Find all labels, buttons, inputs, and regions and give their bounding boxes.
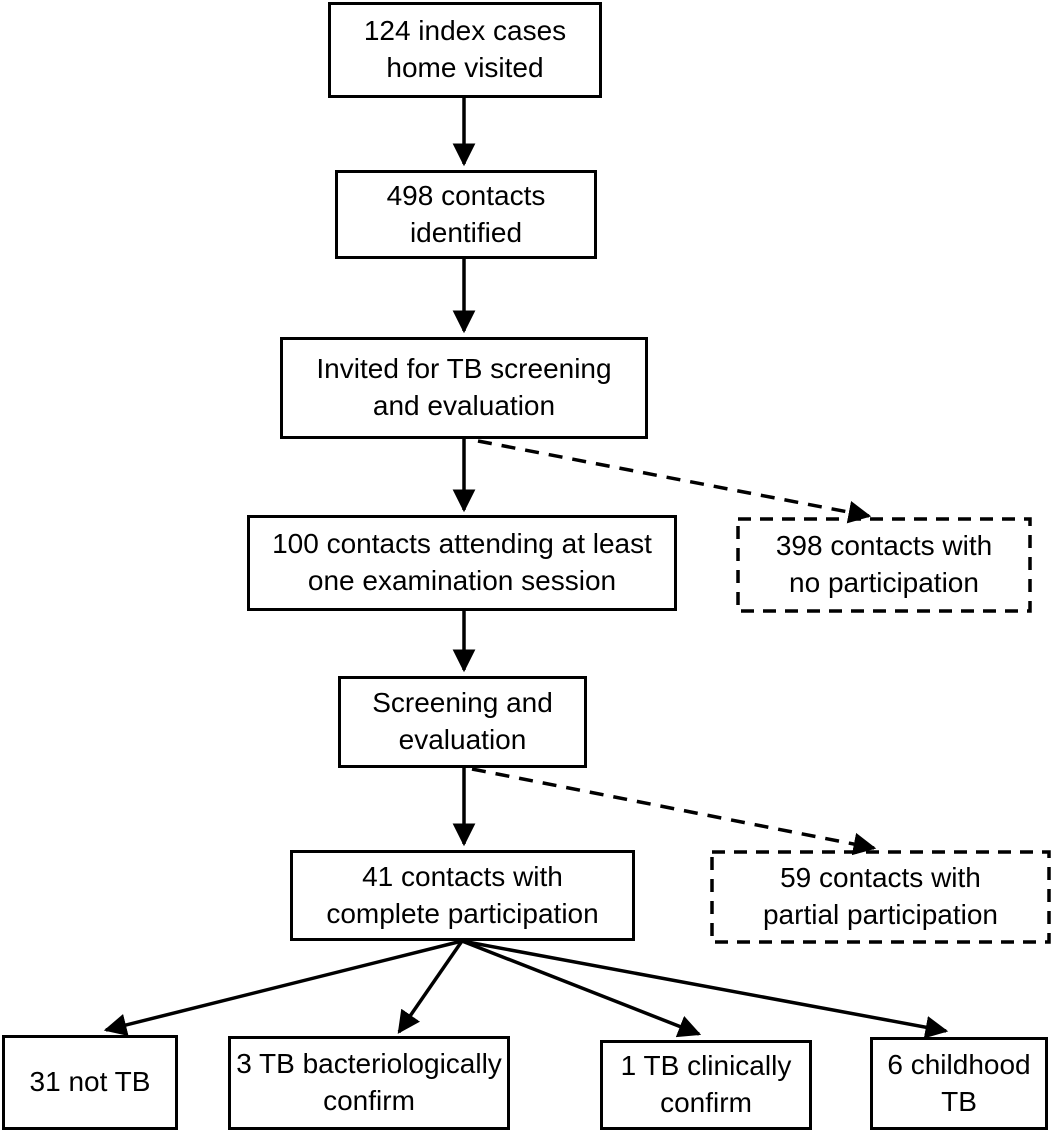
node-not-tb-label: 31 not TB [29,1066,151,1098]
no-participation-box-outline [736,517,1032,613]
node-no-participation: 398 contacts with no participation [738,519,1030,611]
node-tb-bacteriological: 3 TB bacteriologically confirm [228,1036,510,1130]
node-tb-clinical-label: 1 TB clinically confirm [620,1050,792,1118]
node-tb-bacteriological-label: 3 TB bacteriologically confirm [236,1048,502,1116]
node-screening: Screening and evaluation [338,676,587,768]
node-contacts-identified: 498 contacts identified [335,170,597,259]
arrow-screening-to-partial-participation [471,767,877,856]
node-partial-participation-label: 59 contacts with partial participation [762,862,999,930]
node-complete-participation-label: 41 contacts with complete participation [326,860,599,929]
node-childhood-tb: 6 childhood TB [870,1037,1048,1130]
node-contacts-identified-label: 498 contacts identified [386,179,546,248]
node-complete-participation: 41 contacts with complete participation [290,850,635,941]
arrow-complete-to-not-tb [103,939,463,1037]
node-attending-label: 100 contacts attending at least one exam… [272,528,652,596]
partial-participation-box-outline [710,850,1051,944]
node-index-cases-label: 124 index cases home visited [363,15,567,83]
arrow-invited-to-no-participation [477,439,872,524]
node-tb-clinical: 1 TB clinically confirm [600,1040,812,1130]
arrow-complete-to-clinical [461,939,702,1038]
node-invited: Invited for TB screening and evaluation [280,337,648,439]
arrow-complete-to-bacteriological [397,940,464,1034]
arrow-complete-to-childhood [461,939,949,1039]
node-attending: 100 contacts attending at least one exam… [247,515,677,611]
node-screening-label: Screening and evaluation [372,687,553,755]
node-no-participation-label: 398 contacts with no participation [775,530,993,598]
node-partial-participation: 59 contacts with partial participation [712,852,1049,942]
node-invited-label: Invited for TB screening and evaluation [316,353,612,421]
node-childhood-tb-label: 6 childhood TB [887,1048,1031,1117]
node-not-tb: 31 not TB [2,1035,178,1130]
node-index-cases: 124 index cases home visited [328,2,602,98]
